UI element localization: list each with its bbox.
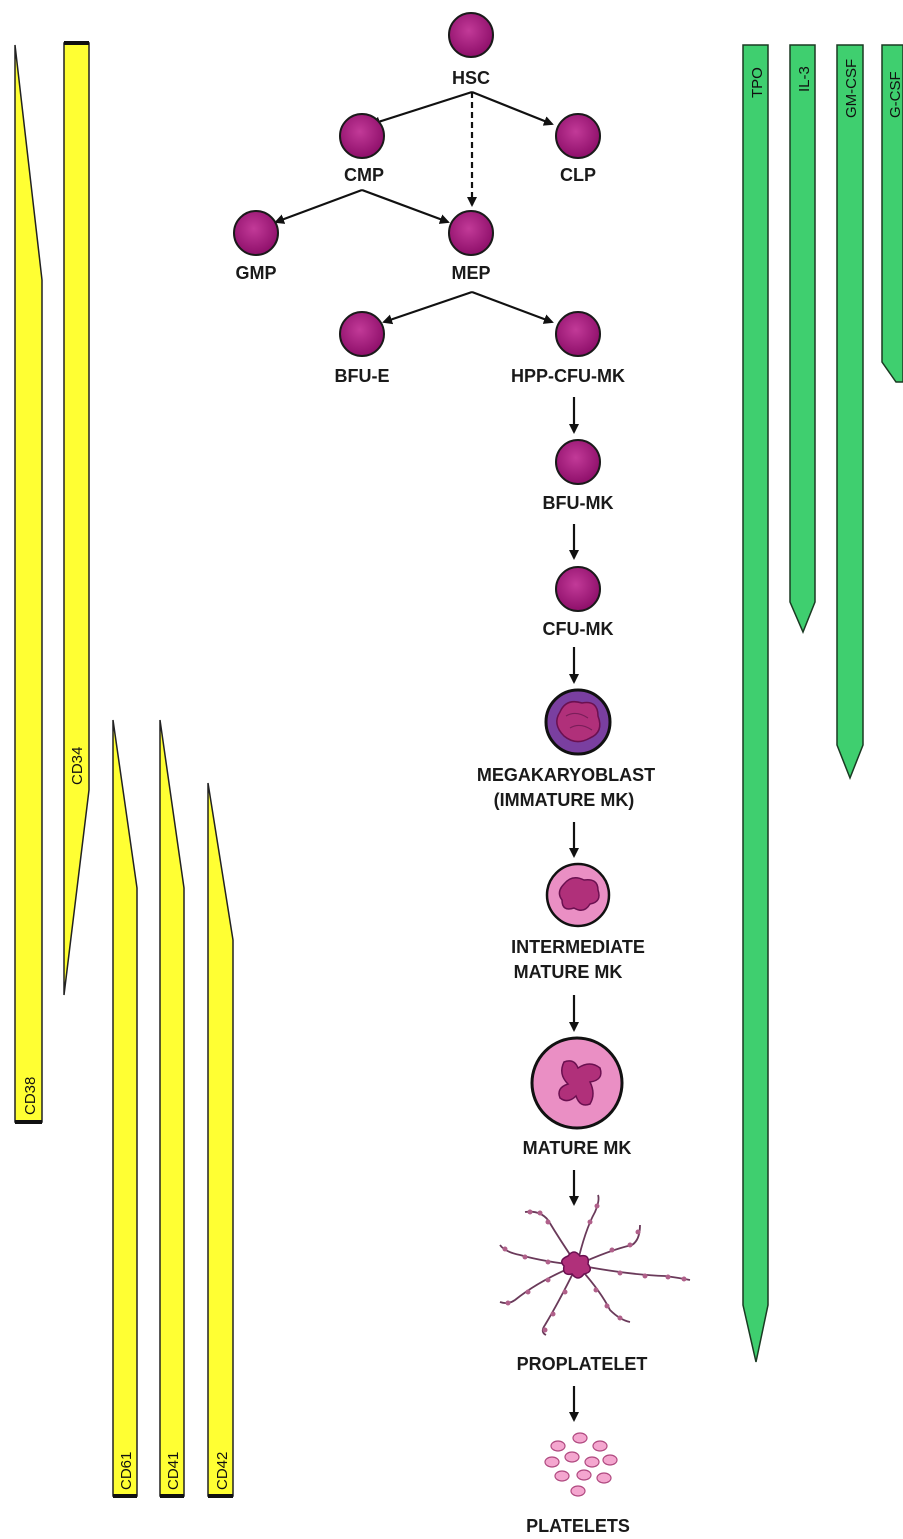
arrow-cmp-mep	[362, 190, 448, 222]
megakaryoblast-nucleus	[557, 702, 600, 742]
label-hsc: HSC	[452, 68, 490, 88]
cell-bfu-mk	[556, 440, 600, 484]
cytokine-bar-gcsf: G-CSF	[882, 45, 903, 382]
label-proplatelet: PROPLATELET	[517, 1354, 648, 1374]
proplatelet-figure	[500, 1195, 690, 1335]
label-cfu-mk: CFU-MK	[543, 619, 614, 639]
cell-cmp	[340, 114, 384, 158]
marker-label-cd61: CD61	[118, 1452, 135, 1490]
node-labels: HSC CMP CLP GMP MEP BFU-E HPP-CFU-MK BFU…	[235, 68, 655, 1536]
cytokine-bar-tpo: TPO	[743, 45, 768, 1362]
marker-label-cd41: CD41	[165, 1452, 182, 1490]
lineage-arrows	[276, 92, 574, 1420]
marker-bar-cd61: CD61	[113, 720, 137, 1496]
marker-bar-cd41: CD41	[160, 720, 184, 1496]
arrow-mep-bfue	[384, 292, 472, 322]
label-intermediate-mature-mk: MATURE MK	[514, 962, 623, 982]
cell-bfu-e	[340, 312, 384, 356]
cytokine-bar-il3: IL-3	[790, 45, 815, 632]
cell-cfu-mk	[556, 567, 600, 611]
proplatelet-body	[562, 1252, 591, 1278]
label-immature-mk: (IMMATURE MK)	[494, 790, 635, 810]
arrow-hsc-clp	[472, 92, 552, 124]
cytokine-label-tpo: TPO	[749, 67, 766, 98]
label-intermediate: INTERMEDIATE	[511, 937, 645, 957]
label-mature-mk: MATURE MK	[523, 1138, 632, 1158]
cell-hpp-cfu-mk	[556, 312, 600, 356]
cytokine-bar-gmcsf: GM-CSF	[837, 45, 863, 778]
cytokine-label-il3: IL-3	[796, 66, 813, 92]
cell-hsc	[449, 13, 493, 57]
marker-label-cd34: CD34	[69, 747, 86, 785]
cell-clp	[556, 114, 600, 158]
arrow-cmp-gmp	[276, 190, 362, 222]
label-platelets: PLATELETS	[526, 1516, 630, 1536]
marker-bar-cd38: CD38	[15, 45, 42, 1122]
cell-megakaryoblast	[546, 690, 610, 754]
cytokine-label-gcsf: G-CSF	[887, 71, 903, 118]
marker-label-cd42: CD42	[214, 1452, 231, 1490]
label-gmp: GMP	[235, 263, 276, 283]
arrow-mep-hpp	[472, 292, 552, 322]
marker-bar-cd34: CD34	[64, 43, 89, 995]
cell-intermediate-mature-mk	[547, 864, 609, 926]
marker-label-cd38: CD38	[22, 1077, 39, 1115]
cell-gmp	[234, 211, 278, 255]
label-hpp-cfu-mk: HPP-CFU-MK	[511, 366, 625, 386]
marker-bar-cd42: CD42	[208, 783, 233, 1496]
label-cmp: CMP	[344, 165, 384, 185]
label-bfu-e: BFU-E	[335, 366, 390, 386]
label-megakaryoblast: MEGAKARYOBLAST	[477, 765, 655, 785]
cell-mep	[449, 211, 493, 255]
label-clp: CLP	[560, 165, 596, 185]
label-mep: MEP	[451, 263, 490, 283]
cytokine-label-gmcsf: GM-CSF	[843, 59, 860, 118]
arrow-hsc-cmp	[372, 92, 472, 124]
label-bfu-mk: BFU-MK	[543, 493, 614, 513]
cell-mature-mk	[532, 1038, 622, 1128]
platelets-cluster	[545, 1433, 617, 1496]
